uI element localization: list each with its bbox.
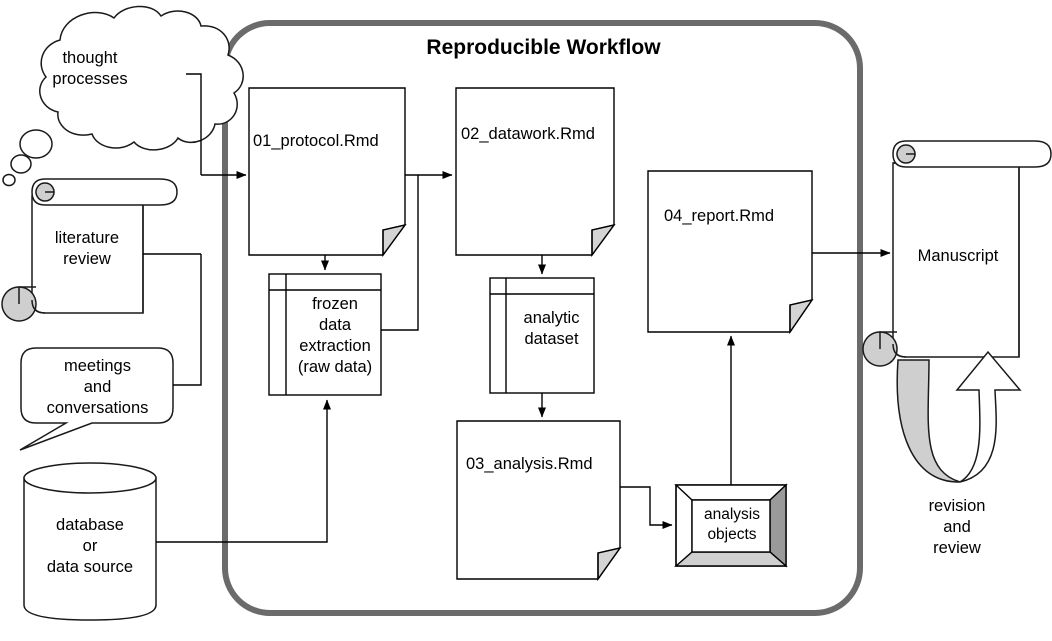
reproducible-workflow-container [222, 20, 863, 616]
analysis-objects-cube [674, 483, 788, 568]
revision-review-curved-arrow [896, 350, 1022, 483]
datawork-document [455, 87, 616, 258]
page-title: Reproducible Workflow [426, 36, 661, 59]
workflow-connector-lines [321, 171, 891, 529]
literature-review-scroll [1, 178, 178, 322]
frozen-data-extraction-store [268, 273, 382, 396]
analytic-dataset-store [489, 277, 595, 394]
protocol-document [248, 87, 407, 258]
database-connector-line [156, 399, 331, 543]
analysis-document [456, 420, 622, 582]
input-connector-lines [143, 73, 247, 386]
database-cylinder [23, 462, 157, 621]
report-document [647, 170, 814, 335]
thought-processes-cloud [2, 5, 244, 187]
manuscript-scroll [862, 140, 1052, 367]
meetings-speech-bubble [19, 347, 174, 451]
